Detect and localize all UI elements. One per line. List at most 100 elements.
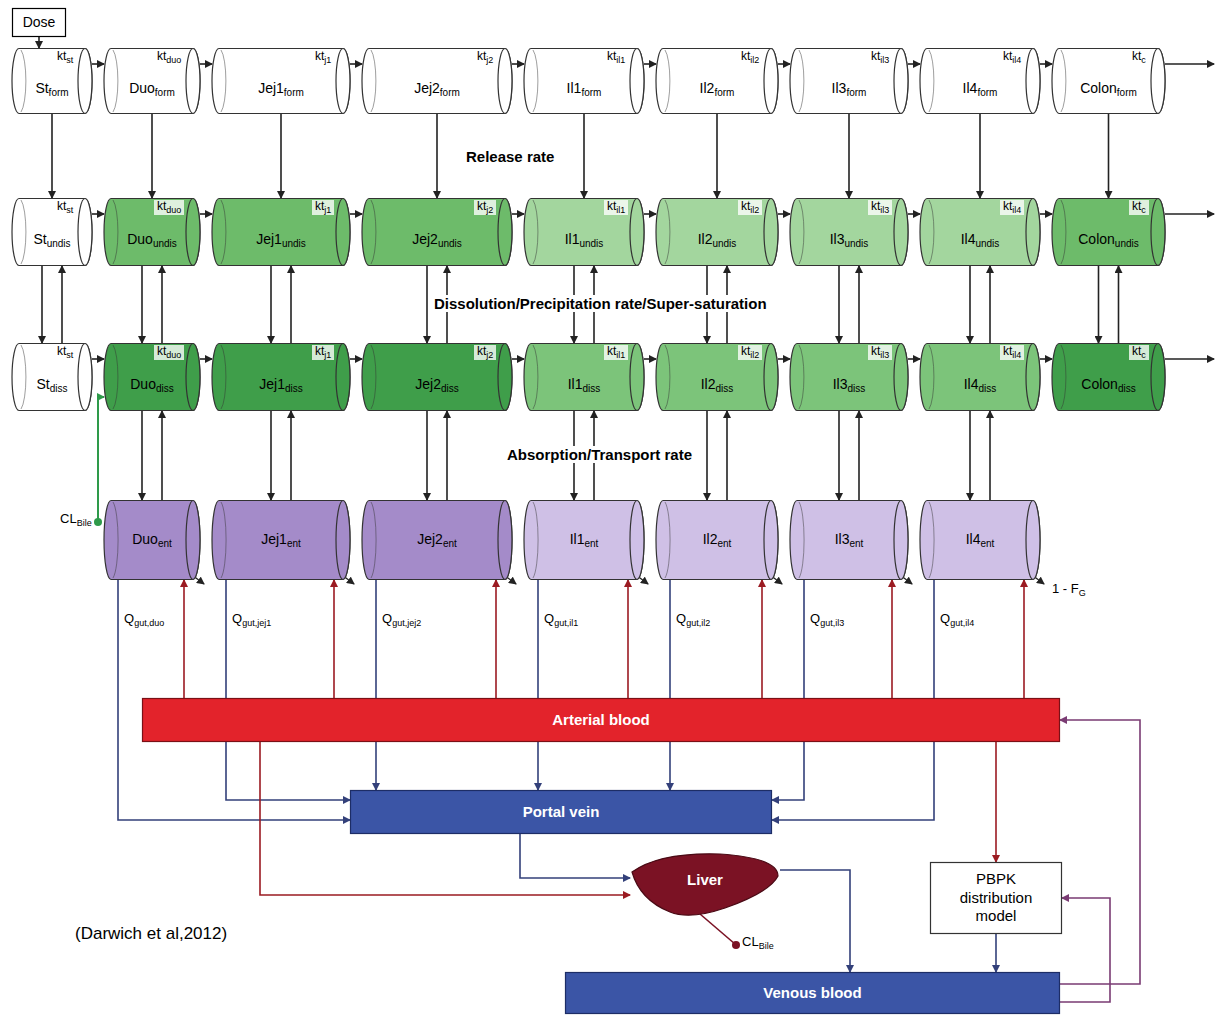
node-label: Il2diss bbox=[701, 375, 734, 395]
flow-arrow bbox=[908, 213, 920, 215]
gut-compartment: Stundis bbox=[12, 198, 92, 266]
node-subscript: ent bbox=[849, 538, 863, 549]
label-subscript: gut,jej2 bbox=[392, 618, 421, 628]
node-label: Dose bbox=[23, 13, 56, 31]
gut-compartment: Stform bbox=[12, 48, 92, 114]
node-label: Il3undis bbox=[830, 230, 869, 250]
node-name: Liver bbox=[687, 871, 723, 888]
label-text: kt bbox=[1132, 49, 1141, 63]
label-text: kt bbox=[1132, 344, 1141, 358]
label-text: Release rate bbox=[466, 148, 554, 165]
label-subscript: gut,duo bbox=[134, 618, 164, 628]
flow-arrow bbox=[350, 213, 362, 215]
label-text: kt bbox=[871, 344, 880, 358]
flow-arrow bbox=[726, 411, 728, 500]
cylinder-body bbox=[790, 199, 908, 266]
label-text: kt bbox=[477, 49, 486, 63]
node-label: Il1form bbox=[567, 79, 602, 99]
node-name: Il4 bbox=[964, 376, 979, 392]
gut-compartment: Duoform bbox=[104, 48, 200, 114]
node-subscript: form bbox=[155, 87, 175, 98]
node-name: Jej1 bbox=[256, 231, 282, 247]
rate-constant: ktst bbox=[54, 200, 76, 215]
label-subscript: il1 bbox=[616, 205, 625, 215]
label-text: kt bbox=[315, 199, 324, 213]
flow-arrow bbox=[92, 358, 104, 360]
node-name: Colon bbox=[1078, 231, 1115, 247]
cylinder-end bbox=[336, 199, 350, 266]
label-subscript: il4 bbox=[1012, 205, 1021, 215]
node-name: Venous blood bbox=[763, 984, 861, 1001]
flow-arrow bbox=[51, 114, 53, 198]
cylinder-end bbox=[498, 49, 512, 114]
rate-constant: ktil3 bbox=[868, 50, 892, 65]
rate-constant: ktc bbox=[1129, 345, 1149, 360]
label-subscript: il1 bbox=[616, 350, 625, 360]
node-name: Arterial blood bbox=[552, 711, 650, 728]
label-text: kt bbox=[157, 49, 166, 63]
label-text: kt bbox=[741, 344, 750, 358]
rate-constant: ktil3 bbox=[868, 200, 892, 215]
flow-arrow bbox=[200, 358, 212, 360]
flow-arrow bbox=[908, 358, 920, 360]
cylinder-body bbox=[1052, 344, 1165, 411]
cylinder-rim bbox=[371, 200, 376, 264]
cylinder-body bbox=[790, 344, 908, 411]
label-subscript: gut,il3 bbox=[820, 618, 844, 628]
cylinder-end bbox=[78, 49, 92, 114]
node-label: Jej2diss bbox=[415, 375, 458, 395]
label-subscript: il1 bbox=[616, 55, 625, 65]
flow-arrow bbox=[1060, 720, 1140, 984]
cylinder-rim bbox=[929, 50, 934, 112]
flow-arrow bbox=[891, 580, 893, 698]
node-name: Duo bbox=[130, 376, 156, 392]
label-subscript: j2 bbox=[486, 350, 493, 360]
cylinder-body bbox=[362, 501, 512, 580]
node-name: Portal vein bbox=[523, 803, 600, 820]
label-text: kt bbox=[315, 344, 324, 358]
pbpk-box: PBPK distribution model bbox=[930, 862, 1062, 934]
flow-arrow bbox=[141, 266, 143, 343]
flow-arrow bbox=[627, 580, 629, 698]
node-label: Duoundis bbox=[127, 230, 177, 250]
rate-constant: ktc bbox=[1129, 50, 1149, 65]
cylinder-rim bbox=[665, 502, 670, 578]
label-subscript: gut,il1 bbox=[554, 618, 578, 628]
cylinder-rim bbox=[113, 50, 118, 112]
label-subscript: j1 bbox=[324, 350, 331, 360]
cylinder-end bbox=[78, 344, 92, 411]
node-label: Stform bbox=[35, 79, 68, 99]
node-subscript: form bbox=[1117, 87, 1137, 98]
shape-outline bbox=[12, 343, 92, 411]
gut-compartment: Jej2ent bbox=[362, 500, 512, 580]
node-label: Jej2ent bbox=[417, 530, 457, 550]
node-label: Il3ent bbox=[835, 530, 864, 550]
node-label: Il2undis bbox=[698, 230, 737, 250]
decorations bbox=[94, 64, 1214, 949]
label-subscript: duo bbox=[166, 205, 181, 215]
node-label: Arterial blood bbox=[552, 711, 650, 729]
node-name: Il4 bbox=[966, 531, 981, 547]
cylinder-body bbox=[524, 199, 644, 266]
node-name: Jej2 bbox=[412, 231, 438, 247]
cylinder-body bbox=[1052, 199, 1165, 266]
node-label: Stundis bbox=[33, 230, 70, 250]
label-text: kt bbox=[607, 49, 616, 63]
node-name: Dose bbox=[23, 14, 56, 30]
cylinder-end bbox=[1026, 49, 1040, 114]
node-subscript: diss bbox=[441, 383, 459, 394]
node-name: Jej1 bbox=[261, 531, 287, 547]
node-subscript: undis bbox=[975, 238, 999, 249]
label-subscript: gut,il4 bbox=[950, 618, 974, 628]
flow-arrow bbox=[270, 411, 272, 500]
flow-arrow bbox=[1118, 266, 1120, 343]
node-name: Duo bbox=[129, 80, 155, 96]
cylinder-end bbox=[764, 199, 778, 266]
node-name: Duo bbox=[132, 531, 158, 547]
cylinder-end bbox=[630, 49, 644, 114]
cylinder-rim bbox=[665, 200, 670, 264]
rate-constant: ktduo bbox=[154, 50, 184, 65]
flow-arrow bbox=[989, 266, 991, 343]
shape-outline bbox=[656, 500, 778, 580]
cylinder-body bbox=[212, 199, 350, 266]
